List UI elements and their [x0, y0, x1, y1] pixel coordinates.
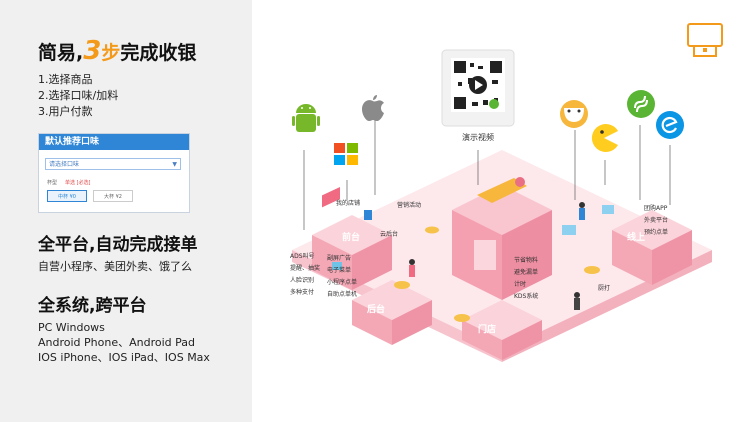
label-mini-program: 小程序点单 — [327, 278, 357, 286]
size-option-medium[interactable]: 中杯 ¥0 — [47, 190, 87, 202]
rocket-icon — [515, 177, 525, 187]
chevron-down-icon: ▼ — [172, 161, 177, 168]
tower-sign — [477, 178, 527, 203]
meituan-icon — [560, 100, 588, 128]
store-left — [462, 320, 502, 360]
system-item: IOS iPhone、IOS iPad、IOS Max — [38, 351, 210, 364]
label-cloud-backend: 云后台 — [380, 230, 398, 238]
screen-device — [332, 262, 342, 270]
label-secondary-screen: 副屏广告 — [327, 254, 351, 262]
label-my-store: 我的店铺 — [336, 199, 360, 207]
flavor-panel: 默认推荐口味 请选择口味▼ 杯型单选 [必选] 中杯 ¥0 大杯 ¥2 — [38, 133, 190, 213]
label-store: 门店 — [478, 323, 496, 335]
title-simple-checkout: 简易,3步完成收银 — [38, 36, 197, 66]
isometric-store-illustration: 演示视频 我的店铺 营销活动 云后台 前台 后台 门店 线上 ADS叫号 提醒、… — [290, 23, 723, 362]
person-icon — [574, 292, 580, 298]
coin-icon — [425, 226, 439, 234]
apple-icon — [362, 95, 384, 121]
android-icon — [292, 104, 320, 132]
system-item: Android Phone、Android Pad — [38, 336, 195, 349]
label-timer: 计时 — [514, 280, 526, 288]
label-reservation: 预约点单 — [644, 228, 668, 236]
label-avoid-missing: 避免漏单 — [514, 268, 538, 276]
eleme-icon — [656, 111, 684, 139]
label-save-material: 节省物料 — [514, 256, 538, 264]
label-payment: 多种支付 — [290, 288, 314, 296]
coin-icon — [454, 314, 470, 322]
size-option-large[interactable]: 大杯 ¥2 — [93, 190, 133, 202]
checkout-steps: 1.选择商品 2.选择口味/加料 3.用户付款 — [38, 72, 118, 120]
label-kitchen-print: 厨打 — [598, 284, 610, 292]
mid-right — [392, 300, 432, 345]
kitchen-screen — [562, 225, 576, 235]
label-lottery: 提醒、抽奖 — [290, 264, 320, 272]
size-label: 杯型单选 [必选] — [47, 180, 91, 186]
step-item: 3.用户付款 — [38, 105, 93, 118]
title-all-platform: 全平台,自动完成接单 — [38, 235, 198, 255]
mid-left — [352, 300, 392, 345]
flavor-panel-title: 默认推荐口味 — [39, 134, 189, 150]
online-right — [652, 230, 692, 285]
left-panel: 简易,3步完成收银 1.选择商品 2.选择口味/加料 3.用户付款 默认推荐口味… — [0, 0, 252, 422]
system-item: PC Windows — [38, 321, 105, 334]
supported-systems: PC Windows Android Phone、Android Pad IOS… — [38, 320, 210, 365]
person-icon — [579, 202, 585, 208]
label-online: 线上 — [627, 231, 645, 243]
label-face-id: 人脸识别 — [290, 276, 314, 284]
label-kiosk: 自助点单机 — [327, 290, 357, 298]
title-cross-platform: 全系统,跨平台 — [38, 296, 147, 316]
pos-register-icon[interactable] — [687, 23, 723, 57]
front-sign — [322, 186, 340, 208]
label-kds: KDS系统 — [514, 292, 538, 300]
person-icon — [574, 298, 580, 310]
coin-icon — [584, 266, 600, 274]
label-delivery: 外卖平台 — [644, 216, 668, 224]
label-front: 前台 — [342, 231, 360, 243]
person-icon — [409, 259, 415, 265]
platform-channels: 自营小程序、美团外卖、饿了么 — [38, 260, 192, 273]
wechat-miniprogram-icon — [627, 90, 655, 118]
eleme-pacman-icon — [591, 123, 618, 152]
coin-icon — [394, 281, 410, 289]
windows-icon — [334, 143, 358, 165]
label-marketing: 营销活动 — [397, 201, 421, 209]
person-icon — [579, 208, 585, 220]
tower-window — [474, 240, 496, 270]
front-desk-right — [352, 235, 392, 290]
label-mid: 后台 — [367, 303, 385, 315]
online-left — [612, 230, 652, 285]
step-item: 1.选择商品 — [38, 73, 93, 86]
label-ads: ADS叫号 — [290, 252, 315, 260]
store-right — [502, 320, 542, 360]
wechat-miniprogram-icon — [489, 99, 499, 109]
qr-caption: 演示视频 — [462, 132, 494, 142]
step-item: 2.选择口味/加料 — [38, 89, 119, 102]
cloud-device — [364, 210, 372, 220]
person-icon — [409, 265, 415, 277]
flavor-select[interactable]: 请选择口味▼ — [45, 158, 181, 170]
tower-right — [502, 210, 552, 300]
online-screen — [602, 205, 614, 214]
label-group-app: 团购APP — [644, 204, 668, 212]
label-e-menu: 电子菜单 — [327, 266, 351, 274]
qr-code[interactable] — [441, 49, 515, 127]
